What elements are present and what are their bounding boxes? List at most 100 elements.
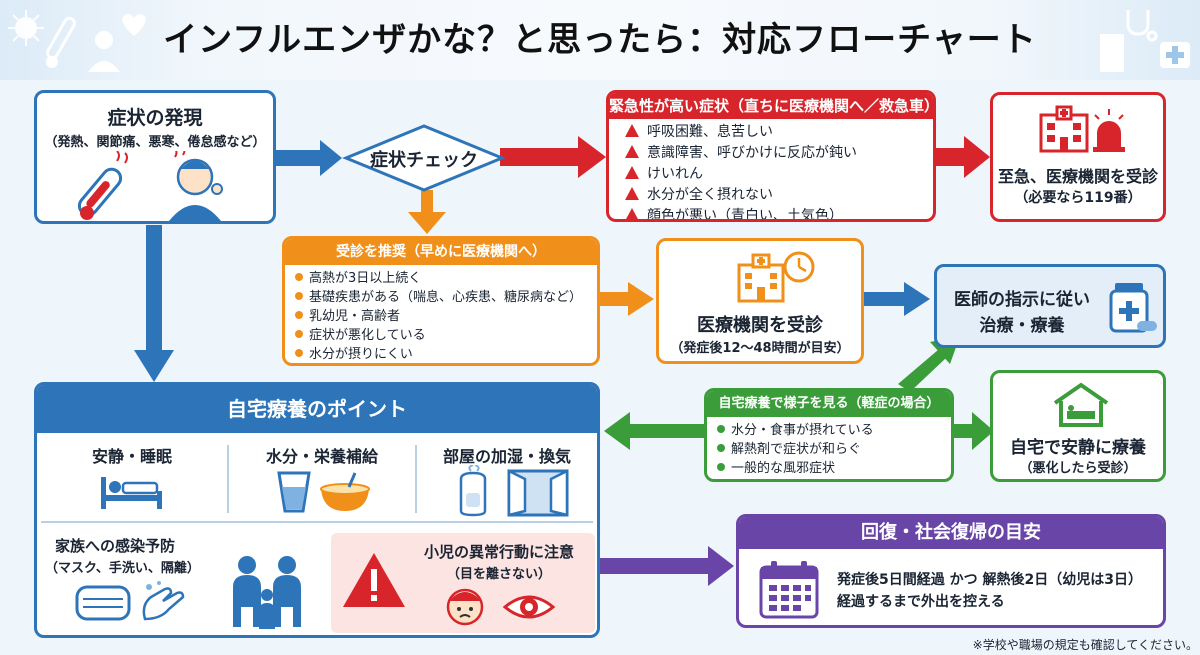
urgent-list: 呼吸困難、息苦しい 意識障害、呼びかけに反応が鈍い けいれん 水分が全く摂れない… bbox=[625, 122, 857, 219]
recovery-box: 回復・社会復帰の目安 発症後5日間経過 かつ 解熱後2日（幼児は3日） 経過する… bbox=[736, 514, 1166, 628]
child-subtitle: （目を離さない） bbox=[446, 567, 551, 582]
homecare-panel: 自宅療養のポイント 安静・睡眠 水分・栄養補給 部屋の加湿・換気 bbox=[34, 382, 600, 638]
recommend-list: 高熱が3日以上続く 基礎疾患がある（喘息、心疾患、糖尿病など） 乳幼児・高齢者 … bbox=[295, 269, 582, 363]
warning-icon bbox=[625, 166, 639, 179]
header-banner bbox=[0, 0, 1200, 80]
child-face-icon bbox=[446, 588, 484, 626]
clinic-subtitle: （発症後12〜48時間が目安） bbox=[670, 341, 850, 356]
doctor-icon bbox=[88, 31, 120, 72]
mild-item: 一般的な風邪症状 bbox=[717, 459, 874, 478]
warning-icon bbox=[625, 208, 639, 219]
arrow-urgent-to-emergency bbox=[936, 136, 990, 178]
recommend-header: 受診を推奨（早めに医療機関へ） bbox=[285, 239, 597, 265]
recommend-item: 乳幼児・高齢者 bbox=[295, 307, 582, 326]
emergency-title: 至急、医療機関を受診 bbox=[997, 167, 1158, 186]
check-diamond bbox=[342, 124, 506, 192]
hydration-icons bbox=[277, 471, 370, 513]
divider bbox=[415, 445, 417, 513]
resthome-box: 自宅で安静に療養 （悪化したら受診） bbox=[990, 370, 1166, 482]
urgent-header: 緊急性が高い症状（直ちに医療機関へ／救急車） bbox=[609, 93, 933, 119]
arrow-onset-to-homecare bbox=[134, 225, 174, 382]
urgent-item: 顔色が悪い（青白い、土気色） bbox=[625, 206, 857, 219]
homecare-header: 自宅療養のポイント bbox=[37, 385, 597, 433]
child-title: 小児の異常行動に注意 bbox=[423, 543, 574, 561]
water-glass-icon bbox=[277, 471, 311, 513]
arrow-onset-to-check bbox=[276, 140, 342, 176]
virus-icon bbox=[8, 10, 44, 46]
mask-icon bbox=[75, 585, 131, 621]
page-title: インフルエンザかな？と思ったら：対応フローチャート bbox=[163, 20, 1037, 60]
onset-subtitle: （発熱、関節痛、悪寒、倦怠感など） bbox=[44, 135, 266, 150]
recovery-line1: 発症後5日間経過 かつ 解熱後2日（幼児は3日） bbox=[837, 572, 1142, 588]
arrow-check-to-urgent bbox=[500, 136, 606, 178]
arrow-mild-to-resthome bbox=[954, 412, 994, 450]
emergency-box: 至急、医療機関を受診 （必要なら119番） bbox=[990, 92, 1166, 222]
header-left-icons bbox=[8, 10, 146, 72]
doctor-line2: 治療・療養 bbox=[979, 316, 1065, 336]
doctor-box: 医師の指示に従い 治療・療養 bbox=[934, 264, 1166, 348]
warning-icon bbox=[625, 145, 639, 158]
check-label: 症状チェック bbox=[370, 150, 478, 171]
humidifier-icon bbox=[459, 465, 487, 517]
family-title: 家族への感染予防 bbox=[55, 537, 176, 555]
heart-pulse-icon bbox=[122, 14, 146, 36]
recovery-line2: 経過するまで外出を控える bbox=[837, 594, 1005, 610]
rest-label: 安静・睡眠 bbox=[91, 447, 172, 466]
arrow-homecare-to-recovery bbox=[600, 546, 734, 586]
room-icons bbox=[459, 465, 569, 517]
divider bbox=[227, 445, 229, 513]
header-right-icons bbox=[1100, 10, 1190, 72]
thermometer-icon bbox=[46, 16, 76, 68]
clinic-box: 医療機関を受診 （発症後12〜48時間が目安） bbox=[656, 238, 864, 364]
medicine-bottle-icon bbox=[1109, 283, 1157, 333]
arrow-homecare-to-mild bbox=[604, 412, 704, 450]
stethoscope-icon bbox=[1126, 10, 1158, 42]
onset-icons bbox=[77, 151, 223, 221]
eye-icon bbox=[502, 595, 556, 619]
food-bowl-icon bbox=[320, 472, 370, 511]
urgent-item: けいれん bbox=[625, 164, 857, 185]
arrow-recommend-to-clinic bbox=[600, 282, 654, 316]
footnote: ※学校や職場の規定も確認してください。 bbox=[972, 638, 1198, 652]
clinic-clock-icon bbox=[737, 251, 815, 303]
recommend-item: 症状が悪化している bbox=[295, 326, 582, 345]
room-label: 部屋の加湿・換気 bbox=[442, 447, 571, 466]
mild-header: 自宅療養で様子を見る（軽症の場合） bbox=[707, 391, 951, 417]
hospital-siren-icon bbox=[1039, 105, 1125, 153]
urgent-item: 呼吸困難、息苦しい bbox=[625, 122, 857, 143]
resthome-title: 自宅で安静に療養 bbox=[1010, 438, 1146, 458]
mild-list: 水分・食事が摂れている 解熱剤で症状が和らぐ 一般的な風邪症状 bbox=[717, 421, 874, 478]
recommend-item: 高熱が3日以上続く bbox=[295, 269, 582, 288]
first-aid-kit-icon bbox=[1160, 42, 1190, 68]
thermometer-icon bbox=[77, 151, 128, 220]
mild-item: 水分・食事が摂れている bbox=[717, 421, 874, 440]
calendar-icon bbox=[759, 561, 819, 619]
sick-person-icon bbox=[169, 151, 223, 221]
recommend-item: 基礎疾患がある（喘息、心疾患、糖尿病など） bbox=[295, 288, 582, 307]
warning-icon bbox=[625, 124, 639, 137]
urgent-box: 緊急性が高い症状（直ちに医療機関へ／救急車） 呼吸困難、息苦しい 意識障害、呼び… bbox=[606, 90, 936, 222]
handwash-icon bbox=[142, 581, 185, 621]
family-prevention-icons bbox=[75, 581, 185, 621]
hospital-building-icon bbox=[1100, 34, 1124, 72]
doctor-line1: 医師の指示に従い bbox=[954, 290, 1090, 310]
recommend-item: 水分が摂りにくい bbox=[295, 345, 582, 363]
bed-icon bbox=[101, 477, 162, 509]
clinic-title: 医療機関を受診 bbox=[697, 315, 823, 336]
mild-box: 自宅療養で様子を見る（軽症の場合） 水分・食事が摂れている 解熱剤で症状が和らぐ… bbox=[704, 388, 954, 482]
urgent-item: 意識障害、呼びかけに反応が鈍い bbox=[625, 143, 857, 164]
resthome-subtitle: （悪化したら受診） bbox=[1019, 461, 1137, 476]
window-icon bbox=[507, 468, 569, 517]
recovery-header: 回復・社会復帰の目安 bbox=[739, 517, 1163, 549]
divider bbox=[41, 521, 593, 523]
warning-icon bbox=[625, 187, 639, 200]
family-subtitle: （マスク、手洗い、隔離） bbox=[45, 561, 200, 576]
mild-item: 解熱剤で症状が和らぐ bbox=[717, 440, 874, 459]
child-caution-icons bbox=[446, 588, 556, 626]
recommend-box: 受診を推奨（早めに医療機関へ） 高熱が3日以上続く 基礎疾患がある（喘息、心疾患… bbox=[282, 236, 600, 366]
hydration-label: 水分・栄養補給 bbox=[265, 447, 378, 466]
warning-icon bbox=[343, 553, 405, 607]
emergency-subtitle: （必要なら119番） bbox=[1014, 190, 1142, 206]
family-icon bbox=[233, 556, 301, 629]
onset-box: 症状の発現 （発熱、関節痛、悪寒、倦怠感など） bbox=[34, 90, 276, 224]
